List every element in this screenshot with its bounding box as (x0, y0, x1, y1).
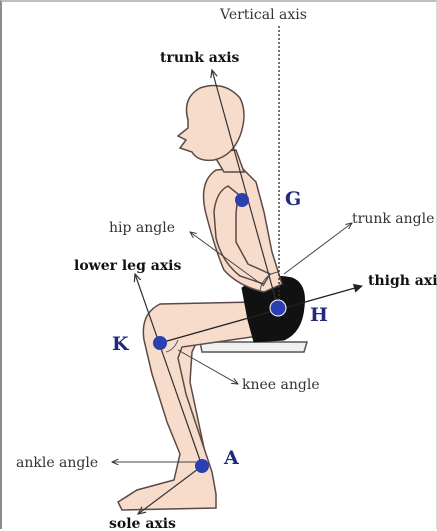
trunk-angle-arrow (284, 223, 352, 274)
label-trunk-angle: trunk angle (352, 211, 434, 227)
point-label-g: G (285, 188, 301, 210)
label-knee-angle: knee angle (242, 377, 320, 393)
label-lower-leg-axis: lower leg axis (74, 258, 181, 274)
seat (200, 342, 307, 352)
label-vertical-axis: Vertical axis (219, 7, 307, 23)
joint-a (195, 459, 209, 473)
label-thigh-axis: thigh axis (368, 273, 437, 289)
label-trunk-axis: trunk axis (160, 50, 240, 66)
point-label-a: A (223, 447, 239, 469)
label-hip-angle: hip angle (109, 220, 175, 236)
joint-k (153, 336, 167, 350)
joint-h (270, 300, 286, 316)
point-label-k: K (112, 333, 130, 355)
point-label-h: H (310, 304, 328, 326)
label-ankle-angle: ankle angle (16, 455, 98, 471)
joint-g (235, 193, 249, 207)
